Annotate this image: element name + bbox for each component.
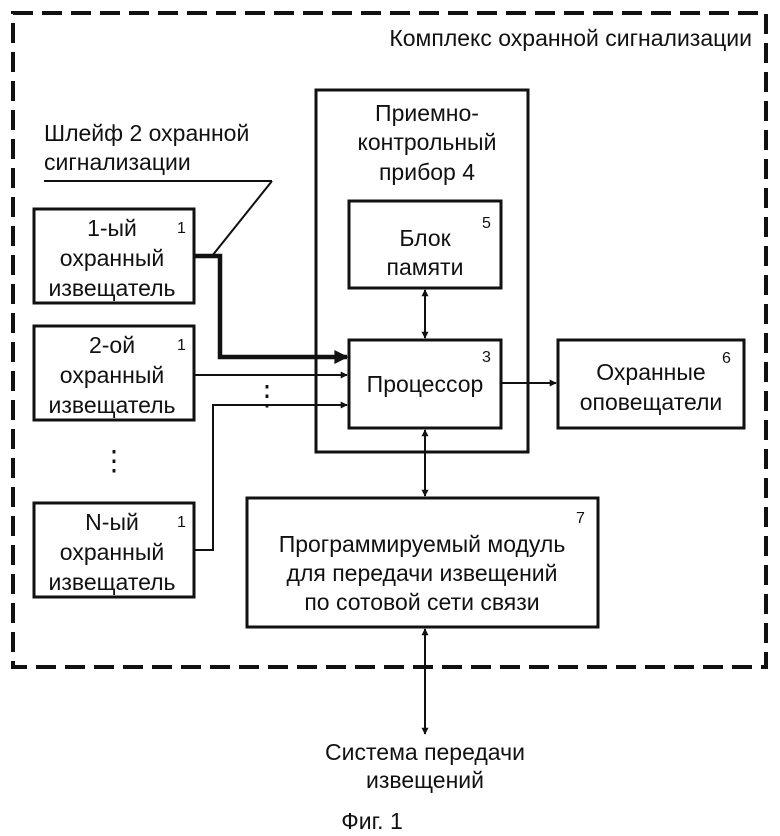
sirens-number: 6 [722,350,731,367]
processor-number: 3 [482,349,491,366]
sirens-label-line-2: оповещатели [580,389,723,415]
detector-1-box [32,207,196,305]
figure-caption: Фиг. 1 [341,808,403,834]
loop-2-connection [194,253,349,364]
inputs-ellipsis: ⋮ [253,380,281,411]
memory-label-line-2: памяти [387,254,464,280]
detector-n-number: 1 [177,514,186,531]
detectors-ellipsis: ⋮ [100,445,128,476]
complex-boundary [11,11,768,669]
svg-text:прибор 4: прибор 4 [379,159,475,185]
loop-label-line-2: сигнализации [44,149,191,175]
programmable-module-block [245,496,600,629]
processor-label: Процессор [367,371,484,397]
sirens-label-line-1: Охранные [596,359,705,385]
module-label-line-3: по сотовой сети связи [304,589,539,615]
detector-2-number: 1 [177,337,186,354]
detector-2-line-2: охранный [60,362,164,388]
module-label-line-1: Программируемый модуль [279,531,566,557]
memory-label-line-1: Блок [399,225,451,251]
detector-n-line-2: охранный [60,539,164,565]
module-number: 7 [576,510,585,527]
transmission-label-line-1: Система передачи [325,739,525,765]
detector-1-number: 1 [177,220,186,237]
memory-block [347,199,503,290]
detector-1-line-3: извещатель [48,275,175,301]
loop-label: Шлейф 2 охранной сигнализации [44,120,249,175]
loop-leader-line [211,180,273,257]
detector-1-line-1: 1-ый [87,215,137,241]
loop-label-line-1: Шлейф 2 охранной [44,120,249,146]
sirens-block [556,338,746,430]
complex-label: Комплекс охранной сигнализации [389,25,752,51]
svg-text:контрольный: контрольный [358,129,497,155]
detector-2-box [32,324,196,422]
memory-number: 5 [482,215,491,232]
detector-n-line-1: N-ый [85,509,139,535]
detector-2-line-1: 2-ой [89,332,135,358]
detector-n-box [32,501,196,599]
module-label-line-2: для передачи извещений [287,560,558,586]
receiver-label: Приемно- контрольный прибор 4 [358,100,497,185]
svg-text:Приемно-: Приемно- [375,100,479,126]
detector-1-line-2: охранный [60,245,164,271]
detector-n-connection [194,401,348,551]
detector-2-line-3: извещатель [48,392,175,418]
transmission-label-line-2: извещений [366,767,484,793]
detector-n-line-3: извещатель [48,569,175,595]
